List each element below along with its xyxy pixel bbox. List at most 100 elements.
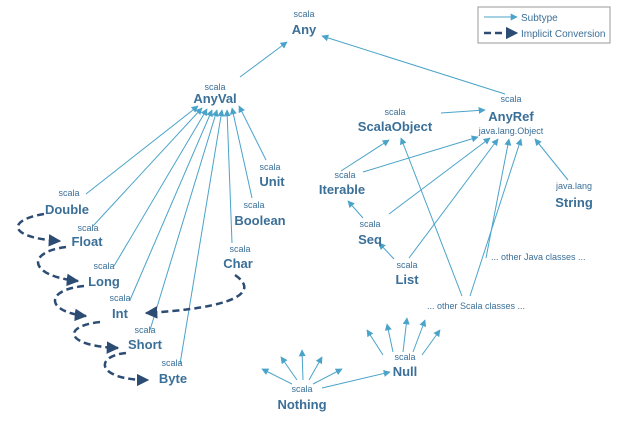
edge-unit-anyval [238, 105, 267, 161]
node-unit-name: Unit [259, 174, 285, 189]
legend-box [477, 6, 611, 44]
node-byte-name: Byte [159, 371, 187, 386]
edge-list-seq [378, 242, 395, 260]
node-seq-name: Seq [358, 232, 382, 247]
subtype-edges [85, 34, 569, 389]
edge-byte-anyval [179, 109, 225, 365]
node-anyref: scala AnyRef java.lang.Object [478, 94, 544, 136]
edge-null-up2 [384, 323, 394, 353]
note-other-java-classes: ... other Java classes ... [491, 252, 586, 262]
implicit-char-int [144, 273, 246, 319]
node-float: scala Float [71, 223, 103, 249]
node-scalaobject-name: ScalaObject [358, 119, 433, 134]
implicit-short-byte [103, 351, 150, 387]
node-scalaobject: scala ScalaObject [358, 107, 433, 134]
edge-null-up3 [402, 317, 410, 353]
node-long: scala Long [88, 261, 120, 289]
node-int: scala Int [109, 293, 130, 321]
node-anyref-package: scala [500, 94, 521, 104]
node-char: scala Char [223, 244, 253, 271]
node-any-package: scala [293, 9, 314, 19]
edge-nothing-up2 [280, 356, 298, 381]
node-iterable-package: scala [334, 170, 355, 180]
node-list: scala List [395, 260, 419, 287]
edge-scalaobject-anyref [440, 106, 486, 114]
edge-double-anyval [85, 105, 199, 195]
node-nothing-package: scala [291, 384, 312, 394]
node-list-package: scala [396, 260, 417, 270]
node-seq: scala Seq [358, 219, 382, 247]
edge-otherscala-anyref [469, 138, 523, 297]
note-other-scala-classes: ... other Scala classes ... [427, 301, 525, 311]
implicit-long-int [53, 284, 88, 322]
node-anyval-name: AnyVal [193, 91, 236, 106]
edge-boolean-anyval [229, 107, 253, 199]
node-unit: scala Unit [259, 162, 285, 189]
node-nothing-name: Nothing [277, 397, 326, 412]
implicit-double-float [16, 212, 62, 247]
edge-nothing-null [321, 370, 391, 389]
edge-seq-iterable [347, 200, 364, 219]
node-boolean-name: Boolean [234, 213, 285, 228]
node-int-name: Int [112, 306, 129, 321]
node-any-name: Any [292, 22, 317, 37]
edge-anyref-any [321, 34, 506, 95]
node-byte: scala Byte [159, 358, 187, 386]
node-char-package: scala [229, 244, 250, 254]
edge-short-anyval [149, 109, 219, 331]
implicit-float-long [36, 245, 80, 287]
node-unit-package: scala [259, 162, 280, 172]
edge-nothing-up4 [308, 356, 323, 381]
node-double-package: scala [58, 188, 79, 198]
edge-otherscala-scalaobject [400, 137, 463, 297]
legend: Subtype Implicit Conversion [477, 6, 611, 44]
node-string-package: java.lang [555, 181, 592, 191]
node-boolean: scala Boolean [234, 200, 285, 228]
node-list-name: List [395, 272, 419, 287]
node-double-name: Double [45, 202, 89, 217]
edge-null-up5 [421, 329, 441, 356]
edge-nothing-up5 [312, 368, 343, 385]
node-char-name: Char [223, 256, 253, 271]
edge-float-anyval [92, 107, 203, 227]
edge-string-anyref [534, 138, 569, 181]
node-float-name: Float [71, 234, 103, 249]
node-scalaobject-package: scala [384, 107, 405, 117]
legend-implicit-label: Implicit Conversion [521, 29, 605, 40]
node-string-name: String [555, 195, 593, 210]
implicit-edges [16, 212, 246, 387]
implicit-int-short [72, 320, 120, 354]
node-float-package: scala [77, 223, 98, 233]
edge-null-up1 [366, 329, 384, 356]
edge-char-anyval [223, 109, 233, 244]
edge-nothing-up1 [261, 368, 293, 385]
edge-int-anyval [129, 109, 213, 301]
node-short-package: scala [134, 325, 155, 335]
node-seq-package: scala [359, 219, 380, 229]
node-null-package: scala [394, 352, 415, 362]
node-string: java.lang String [555, 181, 593, 210]
node-double: scala Double [45, 188, 89, 217]
node-boolean-package: scala [243, 200, 264, 210]
node-short: scala Short [128, 325, 163, 352]
node-int-package: scala [109, 293, 130, 303]
node-anyref-name: AnyRef [488, 109, 534, 124]
edge-otherjava-anyref [485, 138, 512, 259]
node-iterable-name: Iterable [319, 182, 365, 197]
node-short-name: Short [128, 337, 163, 352]
edge-nothing-up3 [298, 349, 306, 381]
edge-iterable-scalaobject [340, 139, 390, 172]
node-any: scala Any [292, 9, 317, 37]
edge-anyval-any [239, 41, 288, 78]
node-long-package: scala [93, 261, 114, 271]
node-long-name: Long [88, 274, 120, 289]
node-anyval: scala AnyVal [193, 82, 236, 106]
node-anyval-package: scala [204, 82, 225, 92]
legend-subtype-label: Subtype [521, 13, 558, 24]
node-anyref-java-object: java.lang.Object [478, 126, 544, 136]
edge-list-anyref [408, 138, 499, 259]
edge-long-anyval [113, 108, 208, 267]
node-null: scala Null [393, 352, 418, 379]
edge-iterable-anyref [362, 135, 479, 173]
